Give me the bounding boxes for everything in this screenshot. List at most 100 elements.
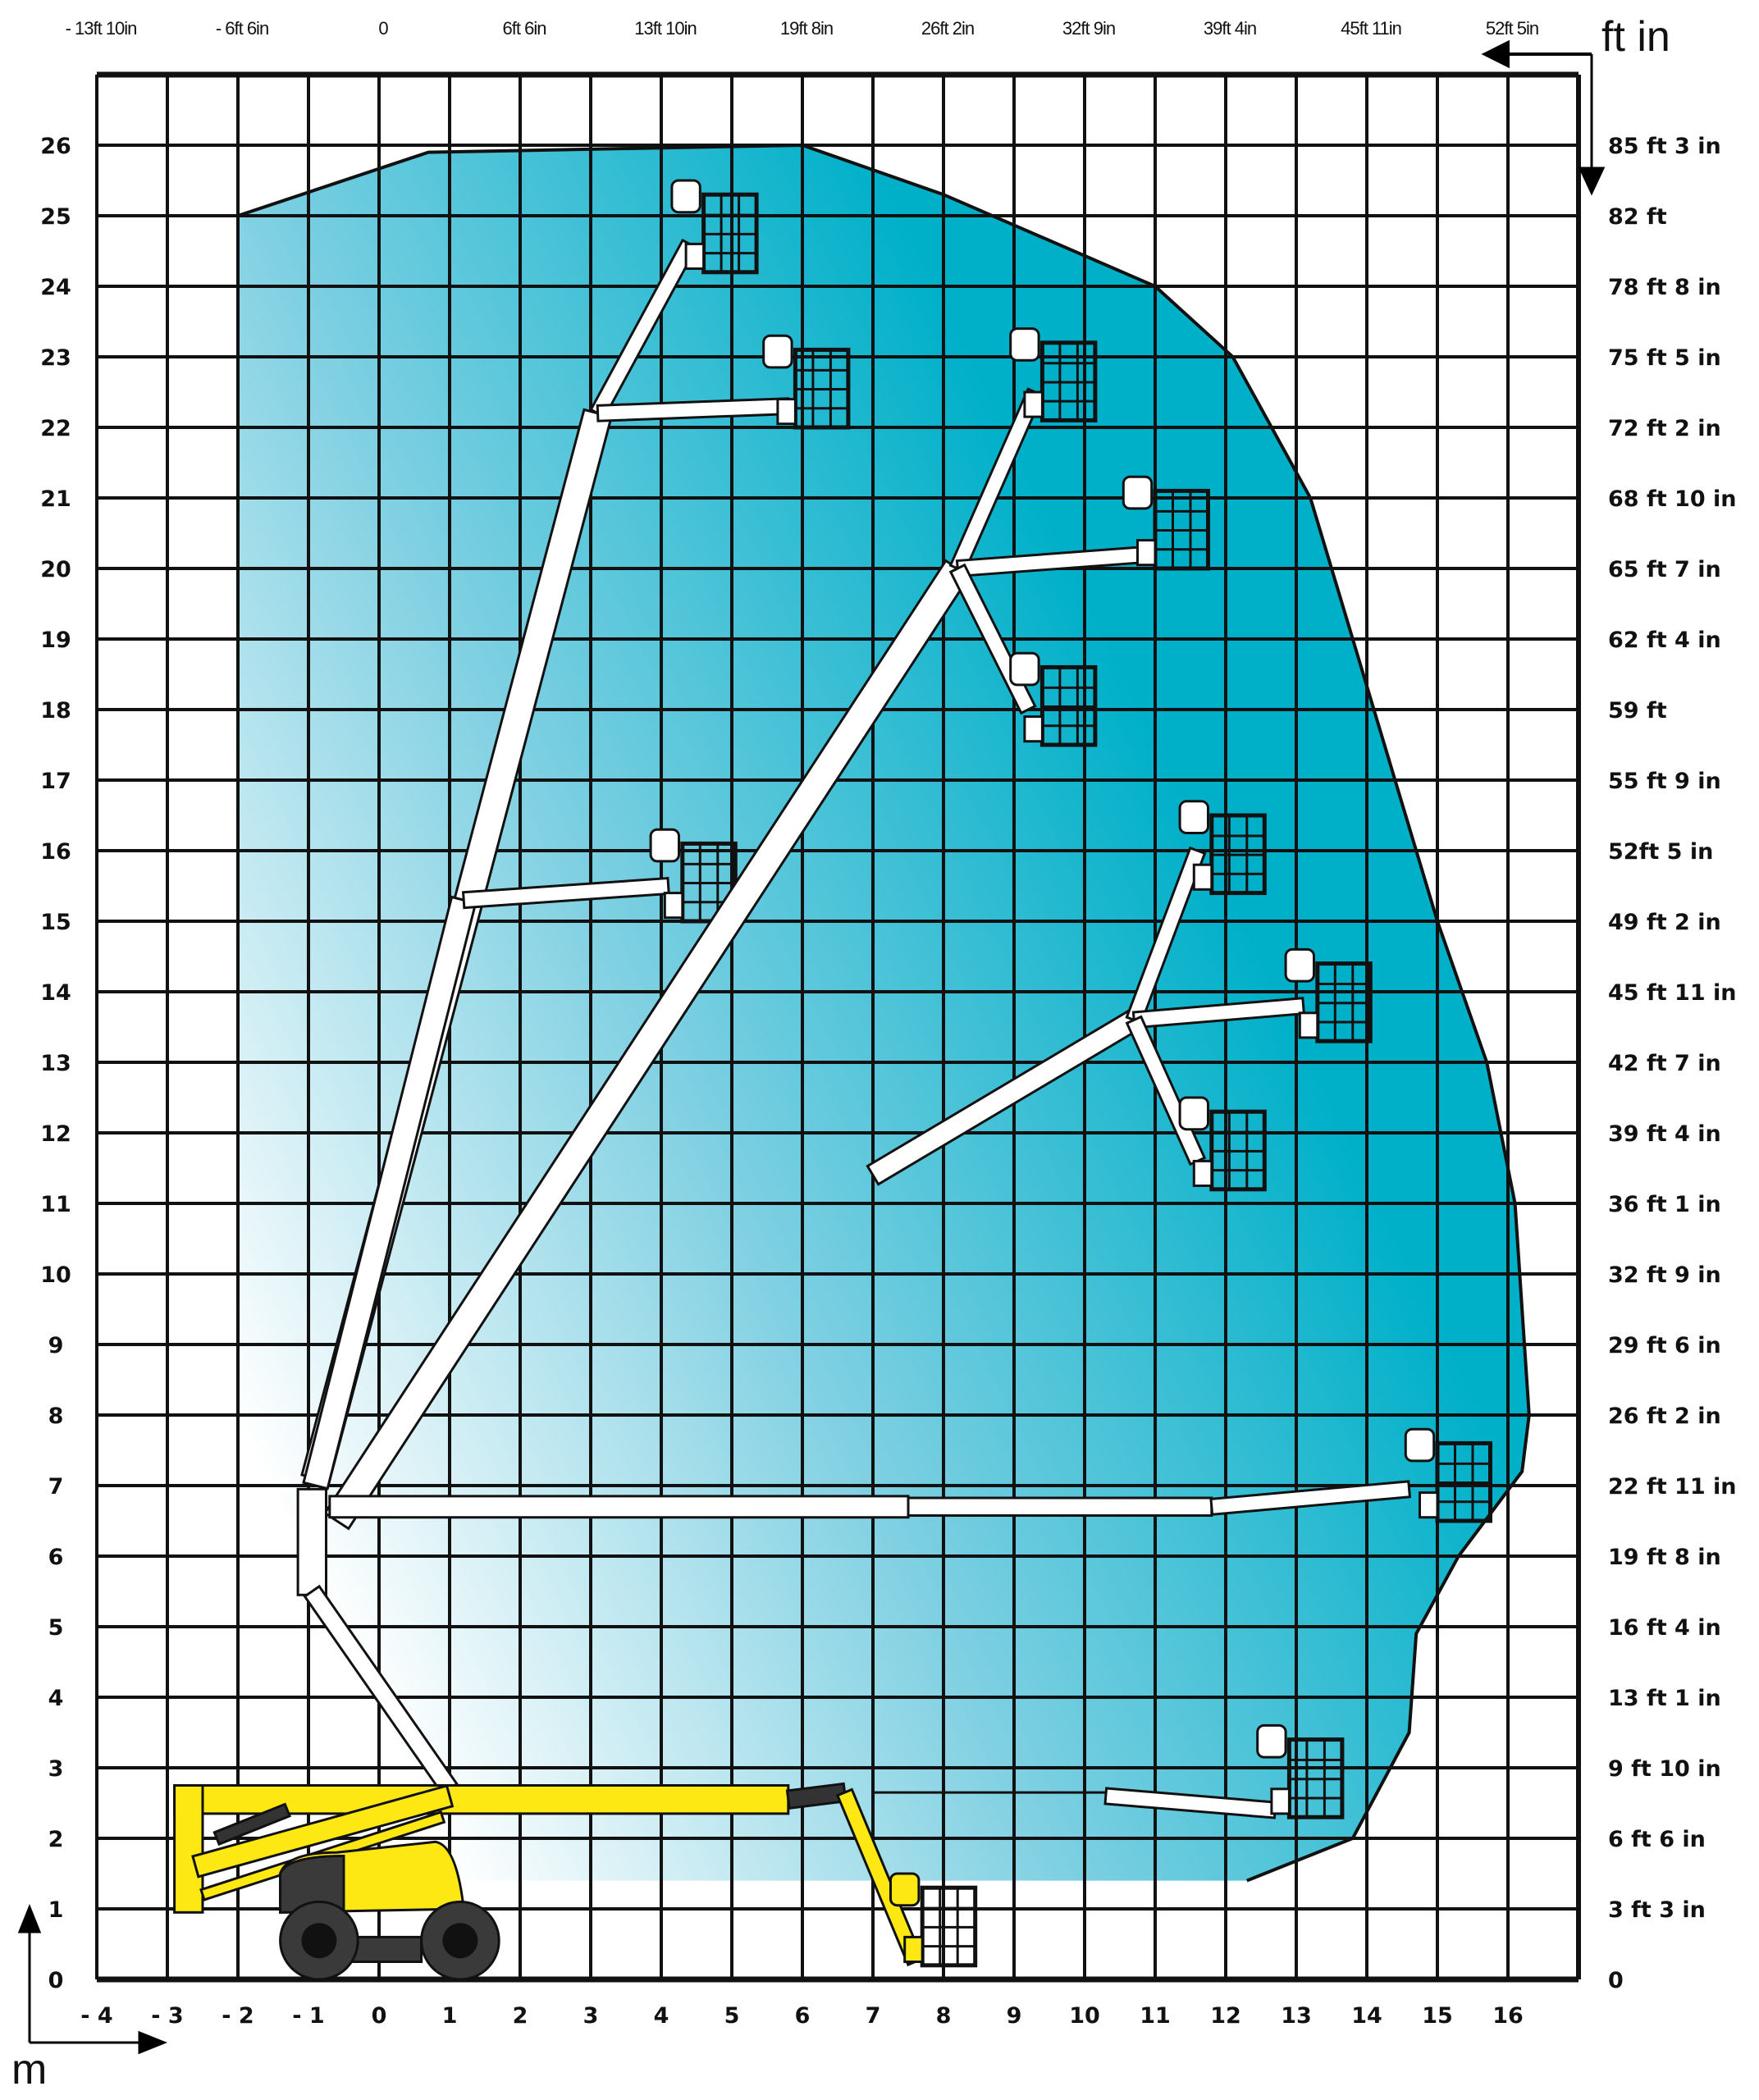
- x-ft-label: 39ft 4in: [1204, 18, 1256, 39]
- control-console: [1122, 475, 1154, 510]
- x-tick-label: 5: [724, 2003, 740, 2029]
- y-tick-label: 12: [40, 1121, 71, 1147]
- platform-basket: [1284, 947, 1373, 1043]
- y-tick-label: 5: [48, 1615, 64, 1641]
- y-tick-label: 15: [40, 910, 71, 935]
- x-ft-label: 19ft 8in: [780, 18, 833, 39]
- y-ft-label: 13 ft 1 in: [1608, 1686, 1721, 1711]
- boom-section: [1209, 1480, 1412, 1516]
- platform-basket: [1178, 1096, 1267, 1192]
- y-ft-label: 78 ft 8 in: [1608, 275, 1721, 300]
- arrow-up-icon: [17, 1903, 42, 2043]
- platform-basket: [1256, 1723, 1345, 1819]
- y-axis-imperial-labels: 0 3 ft 3 in 6 ft 6 in 9 ft 10 in 13 ft 1 in 1…: [1608, 134, 1736, 1993]
- boom-section: [907, 1496, 1213, 1518]
- metric-unit-marker: m: [11, 1903, 168, 2093]
- y-tick-label: 18: [40, 698, 71, 724]
- x-tick-label: 1: [442, 2003, 458, 2029]
- y-tick-label: 11: [40, 1192, 71, 1217]
- x-tick-label: 3: [583, 2003, 599, 2029]
- x-tick-label: - 4: [80, 2003, 112, 2029]
- y-tick-label: 21: [40, 486, 71, 512]
- arrow-right-icon: [30, 2030, 168, 2055]
- wheel-hub: [301, 1923, 337, 1959]
- y-tick-label: 25: [40, 204, 71, 230]
- y-ft-label: 26 ft 2 in: [1608, 1404, 1721, 1429]
- x-tick-label: 16: [1492, 2003, 1524, 2029]
- control-console: [1404, 1427, 1436, 1463]
- arrow-down-icon: [1578, 54, 1606, 196]
- y-tick-label: 7: [48, 1474, 64, 1500]
- platform-basket: [670, 179, 759, 275]
- basket-rotator: [903, 1935, 924, 1963]
- y-ft-label: 19 ft 8 in: [1608, 1545, 1721, 1570]
- y-ft-label: 6 ft 6 in: [1608, 1827, 1706, 1852]
- y-tick-label: 6: [48, 1545, 64, 1570]
- x-tick-label: 10: [1069, 2003, 1100, 2029]
- x-tick-label: 6: [795, 2003, 811, 2029]
- stowed-riser: [173, 1784, 204, 1914]
- basket-rotator: [1023, 715, 1044, 743]
- y-tick-label: 3: [48, 1756, 64, 1782]
- metric-unit-label: m: [11, 2046, 47, 2093]
- platform-basket: [762, 334, 851, 430]
- y-tick-label: 10: [40, 1262, 71, 1288]
- y-ft-label: 0: [1608, 1968, 1624, 1993]
- horizontal-boom: [328, 1495, 910, 1519]
- y-axis-metric-labels: 0123456789101112131415161718192021222324…: [40, 134, 71, 1993]
- y-ft-label: 39 ft 4 in: [1608, 1121, 1721, 1147]
- y-ft-label: 3 ft 3 in: [1608, 1897, 1706, 1923]
- y-ft-label: 72 ft 2 in: [1608, 416, 1721, 441]
- basket-rotator: [1192, 1159, 1213, 1188]
- control-console: [1256, 1723, 1287, 1759]
- y-ft-label: 22 ft 11 in: [1608, 1474, 1736, 1500]
- y-ft-label: 68 ft 10 in: [1608, 486, 1736, 512]
- imperial-unit-marker: ft in: [1481, 13, 1670, 196]
- basket-rotator: [684, 242, 706, 270]
- y-tick-label: 20: [40, 557, 71, 582]
- basket-rotator: [1270, 1787, 1291, 1815]
- wheel-hub: [442, 1923, 478, 1959]
- y-tick-label: 8: [48, 1404, 64, 1429]
- y-tick-label: 9: [48, 1333, 64, 1358]
- control-console: [1009, 651, 1040, 687]
- x-ft-label: 26ft 2in: [921, 18, 974, 39]
- x-tick-label: 0: [372, 2003, 387, 2029]
- control-console: [1284, 947, 1315, 983]
- arrow-left-icon: [1481, 39, 1592, 69]
- boom-lift-machine: [173, 179, 1492, 1981]
- y-ft-label: 16 ft 4 in: [1608, 1615, 1721, 1641]
- x-tick-label: 2: [513, 2003, 528, 2029]
- x-tick-label: 13: [1281, 2003, 1312, 2029]
- y-tick-label: 0: [48, 1968, 64, 1993]
- x-tick-label: 9: [1007, 2003, 1022, 2029]
- x-ft-label: 0: [378, 18, 388, 39]
- x-ft-label: 13ft 10in: [634, 18, 696, 39]
- control-console: [762, 334, 793, 369]
- boom-section: [1103, 1787, 1277, 1819]
- y-ft-label: 29 ft 6 in: [1608, 1333, 1721, 1358]
- y-tick-label: 13: [40, 1051, 71, 1076]
- basket-rotator: [663, 892, 684, 920]
- y-ft-label: 52ft 5 in: [1608, 839, 1713, 865]
- y-ft-label: 36 ft 1 in: [1608, 1192, 1721, 1217]
- x-ft-label: 45ft 11in: [1341, 18, 1401, 39]
- y-ft-label: 82 ft: [1608, 204, 1667, 230]
- y-ft-label: 49 ft 2 in: [1608, 910, 1721, 935]
- y-tick-label: 19: [40, 628, 71, 653]
- x-tick-label: 4: [654, 2003, 669, 2029]
- x-tick-label: 8: [936, 2003, 952, 2029]
- x-tick-label: - 2: [222, 2003, 254, 2029]
- x-ft-label: 6ft 6in: [503, 18, 546, 39]
- y-ft-label: 9 ft 10 in: [1608, 1756, 1721, 1782]
- platform-basket: [1122, 475, 1210, 571]
- x-ft-label: - 13ft 10in: [66, 18, 137, 39]
- stowed-boom: [173, 1784, 790, 1815]
- control-console: [1009, 327, 1040, 362]
- y-ft-label: 42 ft 7 in: [1608, 1051, 1721, 1076]
- basket-rotator: [1023, 390, 1044, 418]
- lower-arm: [191, 1784, 455, 1879]
- riser-post: [296, 1487, 328, 1596]
